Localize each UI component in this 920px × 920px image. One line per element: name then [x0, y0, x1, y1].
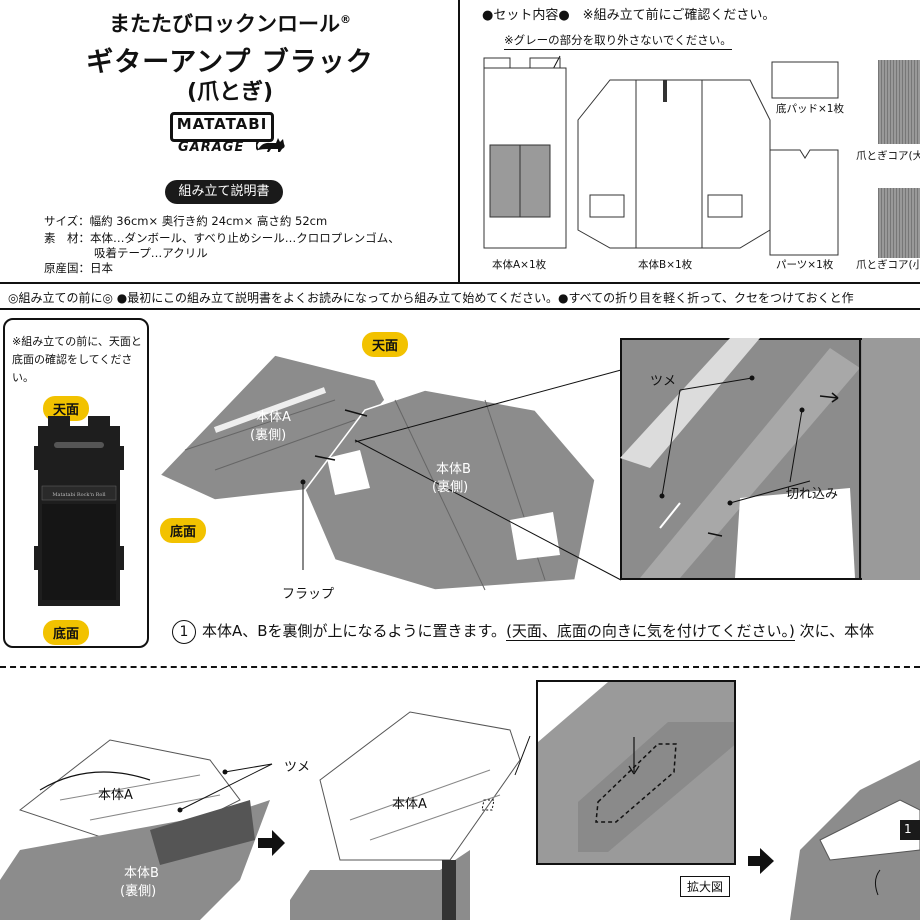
- tsume-label: ツメ: [650, 374, 677, 389]
- diagram-bottom-tag: 底面: [160, 518, 207, 543]
- part-label-pad: 底パッド×1枚: [776, 103, 844, 115]
- body-a-sub: (裏側): [250, 428, 287, 443]
- step2-body-a-2: 本体A: [392, 797, 427, 812]
- part-label-parts: パーツ×1枚: [776, 259, 834, 271]
- core-small: [878, 188, 920, 258]
- part-label-a: 本体A×1枚: [492, 259, 547, 271]
- zoom-inset-detail: [620, 338, 920, 580]
- brand-title: またたびロックンロール®: [109, 12, 351, 36]
- body-b-part: [577, 79, 771, 249]
- body-a-part: [483, 57, 567, 249]
- kit-title: ●セット内容● ※組み立て前にご確認ください。: [482, 8, 776, 23]
- amp-illustration: Matatabi Rock'n Roll: [34, 416, 124, 606]
- spec-material-cont: 吸着テープ…アクリル: [94, 246, 208, 260]
- divider-notice: [0, 308, 920, 310]
- cat-icon: [256, 138, 285, 152]
- body-b-label: 本体B: [436, 462, 471, 477]
- section-divider-dashed: [0, 666, 920, 668]
- body-a-label: 本体A: [256, 410, 291, 425]
- part-label-core-large: 爪とぎコア(大: [856, 150, 920, 162]
- spec-material: 素 材：本体…ダンボール、すべり止めシール…クロロプレンゴム、: [44, 231, 400, 245]
- parts-piece: [769, 149, 839, 256]
- zoom-detail-box: [536, 680, 736, 865]
- instructions-badge: 組み立て説明書: [165, 180, 283, 204]
- body-b-sub: (裏側): [432, 480, 469, 495]
- step2-diagram: [0, 711, 920, 920]
- orientation-panel: [3, 318, 149, 648]
- diagram-top-tag: 天面: [362, 332, 409, 357]
- next-step-number: 1: [904, 822, 912, 836]
- step2-body-a: 本体A: [98, 788, 133, 803]
- flap-label: フラップ: [282, 587, 335, 602]
- notice-text: ◎組み立ての前に◎ ●最初にこの組み立て説明書をよくお読みになってから組み立て始…: [8, 291, 854, 305]
- product-title: ギターアンプ ブラック: [86, 47, 374, 78]
- part-label-core-small: 爪とぎコア(小: [856, 259, 920, 271]
- divider-vertical: [458, 0, 460, 282]
- divider-top: [0, 282, 920, 284]
- product-subtitle: (爪とぎ): [186, 80, 274, 105]
- matatabi-garage-logo: MATATABI GARAGE: [170, 112, 285, 155]
- orientation-note: ※組み立ての前に、天面と底面の確認をしてください。: [12, 335, 142, 384]
- step1-diagram: [158, 354, 622, 591]
- spec-size: サイズ：幅約 36cm× 奥行き約 24cm× 高さ約 52cm: [44, 214, 328, 228]
- svg-text:Matatabi Rock'n Roll: Matatabi Rock'n Roll: [52, 492, 106, 498]
- core-large: [878, 60, 920, 144]
- part-label-b: 本体B×1枚: [638, 259, 693, 271]
- cut-label: 切れ込み: [786, 487, 839, 502]
- kit-note: ※グレーの部分を取り外さないでください。: [504, 32, 732, 50]
- step2-body-b-sub: (裏側): [120, 884, 157, 899]
- zoom-label: 拡大図: [680, 876, 731, 897]
- bottom-face-tag: 底面: [43, 620, 90, 645]
- kit-parts-diagram: [483, 55, 920, 258]
- step2-body-b: 本体B: [124, 866, 159, 881]
- spec-origin: 原産国：日本: [44, 261, 113, 275]
- bottom-pad-part: [771, 61, 839, 99]
- step2-tsume: ツメ: [284, 760, 311, 775]
